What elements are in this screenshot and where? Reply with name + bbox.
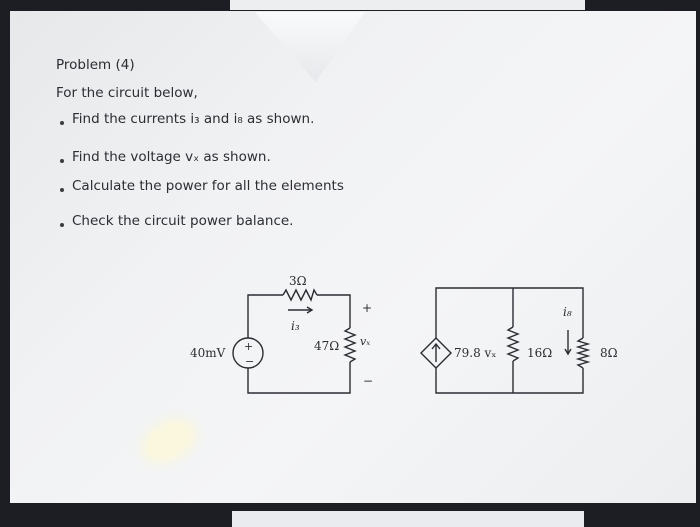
wire (247, 294, 283, 338)
bullet-icon (60, 121, 64, 125)
wire (317, 294, 351, 328)
resistor-16ohm (506, 326, 520, 362)
vx-plus: + (362, 301, 372, 315)
wire (435, 368, 584, 394)
vx-minus: − (363, 374, 373, 388)
r16-label: 16Ω (527, 346, 552, 360)
wire (435, 287, 584, 338)
bullet-icon (60, 223, 64, 227)
r8-label: 8Ω (600, 346, 618, 360)
problem-title: Problem (4) (56, 57, 135, 73)
bottom-window-bar (232, 511, 584, 527)
source-minus: − (245, 355, 254, 368)
resistor-3ohm (282, 288, 318, 302)
task-2: Find the voltage vₓ as shown. (72, 149, 271, 165)
i3-label: i₃ (291, 319, 300, 333)
resistor-47ohm (343, 327, 357, 363)
task-3: Calculate the power for all the elements (72, 178, 344, 194)
bullet-icon (60, 159, 64, 163)
task-4: Check the circuit power balance. (72, 213, 294, 229)
source-label: 40mV (190, 346, 226, 360)
voltage-source-icon (232, 337, 264, 369)
vx-label: vₓ (360, 335, 370, 348)
source-arrowhead (431, 342, 441, 350)
dependent-current-source-icon (420, 337, 452, 369)
resistor-8ohm (575, 337, 591, 369)
r47-label: 47Ω (314, 339, 339, 353)
dep-source-label: 79.8 vₓ (454, 346, 496, 360)
bullet-icon (60, 188, 64, 192)
top-window-bar (230, 0, 585, 10)
task-1: Find the currents i₃ and i₈ as shown. (72, 111, 315, 127)
source-plus: + (244, 340, 253, 353)
i8-arrowhead (564, 348, 572, 356)
problem-intro: For the circuit below, (56, 85, 198, 101)
i3-arrowhead (306, 306, 314, 314)
r3-label: 3Ω (289, 274, 307, 288)
i8-label: i₈ (563, 305, 572, 319)
wire (247, 362, 351, 394)
screen (10, 11, 696, 503)
